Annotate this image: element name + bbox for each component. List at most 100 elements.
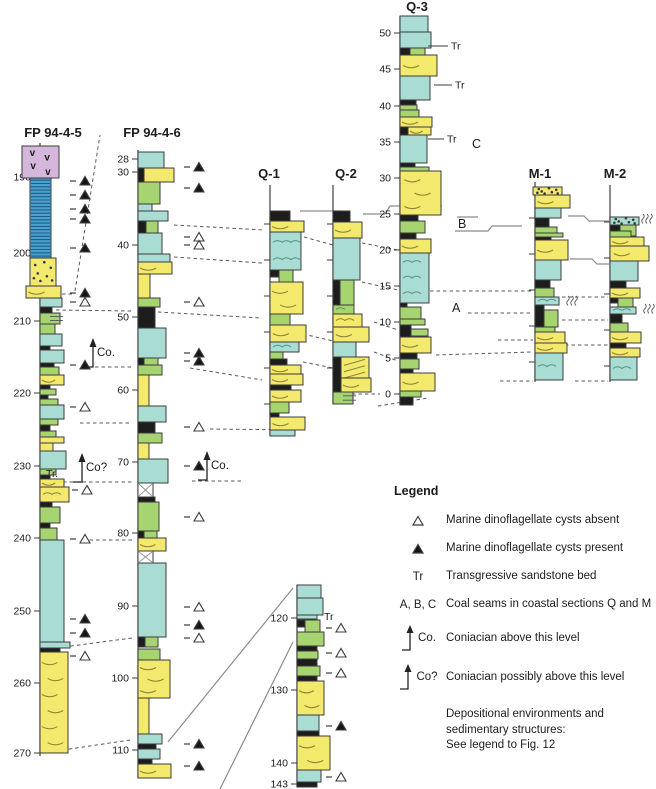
pebble-dot bbox=[624, 216, 628, 220]
depth-label: 200 bbox=[13, 248, 31, 260]
lithology-bed-green bbox=[410, 328, 429, 337]
no-recovery-cross bbox=[138, 551, 153, 563]
lithology-bed-green bbox=[39, 506, 61, 524]
lithology-bed-yellow bbox=[534, 239, 569, 261]
dinocyst-absent-icon bbox=[193, 296, 205, 307]
dinocyst-absent-icon bbox=[335, 622, 347, 633]
correlation-line-dashed bbox=[303, 236, 334, 246]
pebble-dot bbox=[33, 263, 37, 267]
pebble-dot bbox=[540, 190, 543, 193]
wavy-lamination bbox=[613, 253, 630, 257]
depth-label: 250 bbox=[13, 606, 31, 618]
burrow-icon bbox=[566, 295, 570, 306]
lithology-bed-yellow bbox=[534, 342, 568, 354]
lithology-bed-yellow bbox=[143, 167, 175, 183]
depth-label: 20 bbox=[379, 245, 391, 257]
depth-label: 50 bbox=[379, 28, 391, 40]
lithology-bed-green bbox=[399, 358, 420, 370]
wavy-lamination bbox=[47, 710, 64, 714]
volcanic-v-mark: v bbox=[30, 161, 36, 172]
annotation-label: Tr. bbox=[46, 468, 58, 480]
wavy-lamination bbox=[41, 726, 58, 730]
coniacian-label: Co. bbox=[97, 347, 115, 359]
lithology-bed-green bbox=[39, 388, 57, 396]
correlation-line-dashed bbox=[302, 361, 334, 369]
lithology-bed-teal bbox=[332, 237, 361, 281]
lithology-bed-green bbox=[399, 220, 426, 234]
lithology-bed-teal bbox=[137, 327, 167, 359]
transgressive-bed-label: Tr bbox=[455, 80, 465, 92]
wavy-lamination bbox=[41, 482, 56, 486]
lithology-bed-green bbox=[145, 220, 159, 234]
lithology-bed-teal bbox=[39, 539, 65, 643]
lithology-bed-green bbox=[39, 323, 56, 335]
lithology-bed-black bbox=[332, 279, 341, 306]
lithology-bed-yellow bbox=[39, 374, 65, 386]
lithology-bed-black bbox=[534, 217, 550, 228]
dinocyst-present-icon bbox=[79, 175, 91, 186]
dinocyst-absent-icon bbox=[193, 239, 205, 250]
lithology-bed-green bbox=[543, 309, 559, 328]
lithology-bed-black bbox=[39, 522, 51, 529]
depth-label: 50 bbox=[117, 312, 129, 324]
lithology-bed-teal bbox=[269, 231, 302, 271]
flaser-lamination bbox=[402, 275, 422, 279]
flaser-lamination bbox=[335, 318, 355, 322]
lithology-bed-black bbox=[269, 210, 291, 222]
wavy-lamination bbox=[304, 704, 320, 709]
lithology-bed-black bbox=[399, 214, 419, 222]
lithology-bed-green bbox=[39, 366, 60, 376]
arrow-head bbox=[78, 453, 86, 462]
coniacian-arrow bbox=[198, 454, 208, 481]
annotation-label: Tr bbox=[324, 611, 334, 623]
correlation-line-dashed bbox=[189, 367, 263, 381]
pebble-dot bbox=[45, 274, 49, 278]
depth-label: 143 bbox=[270, 779, 288, 789]
legend-item-label: Marine dinoflagellate cysts present bbox=[446, 542, 624, 555]
wavy-lamination bbox=[401, 245, 419, 249]
lithology-bed-green bbox=[534, 232, 564, 238]
lithology-bed-black bbox=[137, 496, 156, 503]
lithology-bed-green bbox=[137, 501, 160, 532]
lithology-bed-green bbox=[339, 279, 355, 306]
wavy-lamination bbox=[41, 379, 56, 383]
lithology-bed-yellow bbox=[137, 273, 151, 299]
correlation-line-dashed bbox=[373, 351, 399, 362]
lithology-bed-green bbox=[399, 104, 418, 111]
legend-item: Marine dinoflagellate cysts absent bbox=[390, 511, 656, 530]
lithology-bed-black bbox=[269, 412, 280, 418]
depth-label: 0 bbox=[385, 389, 391, 401]
flaser-lamination bbox=[612, 308, 632, 312]
lithology-bed-green bbox=[409, 47, 426, 56]
pebble-dot bbox=[633, 222, 636, 225]
lithology-bed-black bbox=[399, 302, 408, 308]
wavy-lamination bbox=[611, 241, 629, 245]
dinocyst-absent-icon bbox=[335, 647, 347, 658]
wavy-lamination bbox=[611, 337, 629, 341]
correlation-line-dashed bbox=[209, 428, 301, 431]
correlation-line-dashed bbox=[435, 351, 533, 356]
correlation-line-dashed bbox=[63, 637, 133, 648]
correlation-line-dashed bbox=[173, 256, 263, 264]
wavy-lamination bbox=[401, 344, 419, 348]
lithology-bed-green bbox=[137, 297, 161, 308]
lithology-bed-teal bbox=[39, 404, 65, 420]
lithology-bed-black bbox=[332, 210, 351, 223]
lithology-bed-green bbox=[332, 391, 354, 405]
correlation-line-dashed bbox=[302, 333, 334, 342]
lithology-bed-black bbox=[399, 352, 418, 360]
lithology-bed-teal bbox=[39, 297, 63, 308]
cross-bedding-line bbox=[343, 365, 366, 373]
lithology-bed-teal bbox=[39, 450, 67, 470]
lithology-bed-teal bbox=[137, 232, 163, 255]
dinocyst-absent-icon bbox=[335, 667, 347, 678]
dinocyst-absent-icon bbox=[79, 650, 91, 661]
burrow-icon bbox=[570, 295, 574, 306]
lithology-bed-black bbox=[609, 297, 619, 304]
lithology-bed-teal bbox=[137, 203, 153, 212]
wavy-lamination bbox=[279, 304, 297, 308]
column-header: Q-3 bbox=[406, 0, 428, 14]
arrow-head bbox=[89, 338, 97, 347]
lithology-bed-teal bbox=[534, 207, 562, 219]
